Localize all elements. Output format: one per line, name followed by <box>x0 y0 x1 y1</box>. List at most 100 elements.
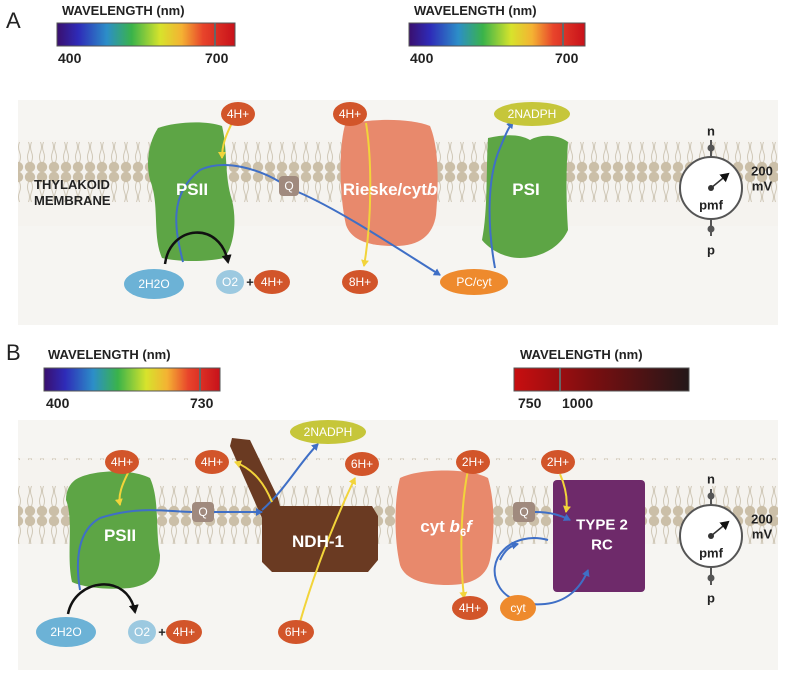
b-ndh-complex <box>230 438 378 572</box>
a-pmf-n: n <box>707 123 715 139</box>
b-type2-line1: TYPE 2 <box>576 516 628 534</box>
b-proton-out <box>166 620 202 644</box>
b-nadph-oval <box>290 420 366 444</box>
b-cytb6f-label: cyt b6f <box>420 517 471 539</box>
a-rieske-suffix: b <box>426 180 438 199</box>
a-pc-cyt-oval <box>440 269 508 295</box>
b-ndh-label: NDH-1 <box>292 532 344 551</box>
b-proton-in-cyt-label: 2H+ <box>461 455 485 469</box>
b-proton-in-rc-label: 2H+ <box>546 455 570 469</box>
b-pmf-label: pmf <box>699 545 723 561</box>
a-rieske-label: Rieske/cytb <box>343 180 438 200</box>
a-spectrum-left <box>56 22 236 47</box>
b-water-arrow <box>66 583 139 615</box>
b-q1-label: Q <box>198 505 208 519</box>
b-cytb6f-sub: 6 <box>459 527 467 540</box>
b-spectrum-right <box>513 367 690 392</box>
membrane-label-line-2: MEMBRANE <box>34 193 111 208</box>
b-oxygen-oval <box>128 620 156 644</box>
b-quinone-2 <box>513 502 535 522</box>
a-proton-out-1-label: 4H+ <box>260 275 284 289</box>
a-proton-out-2-label: 8H+ <box>348 275 372 289</box>
a-q-label: Q <box>284 179 294 193</box>
a-plus-sign: + <box>246 274 254 290</box>
a-pmf-value: 200 <box>751 163 773 179</box>
b-nadph-label: 2NADPH <box>303 425 353 439</box>
a-psii-label: PSII <box>175 180 209 199</box>
a-pmf-p: p <box>707 242 715 258</box>
b-psii-complex <box>66 471 160 589</box>
a-spectrum-right-max: 700 <box>555 50 579 66</box>
b-proton-ndh-top <box>195 450 229 474</box>
a-water-arrow <box>163 231 232 265</box>
b-spectrum-right-title: WAVELENGTH (nm) <box>520 347 643 362</box>
b-cytb6f-complex <box>395 470 494 585</box>
a-proton-out-1 <box>254 270 290 294</box>
b-proton-in-cyt <box>456 450 490 474</box>
b-proton-ndh-top-label: 4H+ <box>200 455 224 469</box>
a-psi-label: PSI <box>512 180 540 199</box>
b-q2-label: Q <box>519 505 529 519</box>
a-psi-complex <box>482 135 568 258</box>
b-oxygen-label: O2 <box>133 625 151 639</box>
b-proton-out-label: 4H+ <box>172 625 196 639</box>
a-rieske-prefix: Rieske/cyt <box>342 180 427 199</box>
a-electron-path <box>175 164 281 263</box>
b-pmf-p: p <box>707 590 715 606</box>
panel-a-letter: A <box>6 8 21 33</box>
b-spectrum-left-title: WAVELENGTH (nm) <box>48 347 171 362</box>
a-oxygen-oval <box>216 270 244 294</box>
a-proton-in-1 <box>221 102 255 126</box>
b-spectrum-left-max: 730 <box>190 395 214 411</box>
a-water-oval <box>124 269 184 299</box>
a-psii-complex <box>147 122 235 261</box>
a-spectrum-left-max: 700 <box>205 50 229 66</box>
a-membrane-label: THYLAKOID MEMBRANE <box>34 177 111 209</box>
b-pmf-n: n <box>707 471 715 487</box>
a-pmf-label: pmf <box>699 197 723 213</box>
b-pmf-value: 200 <box>751 511 773 527</box>
b-proton-in-1-label: 4H+ <box>110 455 134 469</box>
b-spectrum-left-min: 400 <box>46 395 70 411</box>
a-pc-cyt-label: PC/cyt <box>456 275 492 289</box>
b-water-oval <box>36 617 96 647</box>
b-cyt-oval <box>500 595 536 621</box>
a-proton-in-1-label: 4H+ <box>226 107 250 121</box>
b-water-label: 2H2O <box>50 625 82 639</box>
b-quinone-1 <box>192 502 214 522</box>
b-proton-cyt-bottom <box>452 596 488 620</box>
a-quinone <box>279 176 299 196</box>
b-cytb6f-b: b <box>449 516 460 536</box>
a-spectrum-left-min: 400 <box>58 50 82 66</box>
b-psii-label: PSII <box>103 526 137 545</box>
a-nadph-label: 2NADPH <box>507 107 557 121</box>
a-proton-out-2 <box>342 270 378 294</box>
b-cytb6f-c: f <box>466 516 472 536</box>
membrane-label-line-1: THYLAKOID <box>34 177 110 192</box>
b-proton-6-top-label: 6H+ <box>350 457 374 471</box>
b-spectrum-right-min: 750 <box>518 395 542 411</box>
b-pmf-unit: mV <box>751 526 773 542</box>
b-proton-cyt-bottom-label: 4H+ <box>458 601 482 615</box>
panel-b-letter: B <box>6 340 21 365</box>
b-spectrum-left <box>43 367 221 392</box>
b-cytb6f-a: cyt <box>420 516 450 536</box>
a-proton-in-2-label: 4H+ <box>338 107 362 121</box>
a-spectrum-right-title: WAVELENGTH (nm) <box>414 3 537 18</box>
a-proton-in-2 <box>333 102 367 126</box>
b-plus-sign: + <box>158 624 166 640</box>
a-nadph-oval <box>494 102 570 126</box>
b-proton-6-bottom-label: 6H+ <box>284 625 308 639</box>
a-pmf-unit: mV <box>751 178 773 194</box>
b-cyt-label: cyt <box>510 601 526 615</box>
b-type2-rc-complex <box>553 480 645 592</box>
b-proton-in-1 <box>105 450 139 474</box>
a-spectrum-left-title: WAVELENGTH (nm) <box>62 3 185 18</box>
a-oxygen-label: O2 <box>221 275 239 289</box>
a-rieske-complex <box>340 119 438 246</box>
b-proton-in-rc <box>541 450 575 474</box>
a-spectrum-right-min: 400 <box>410 50 434 66</box>
a-water-label: 2H2O <box>138 277 170 291</box>
a-spectrum-right <box>408 22 586 47</box>
